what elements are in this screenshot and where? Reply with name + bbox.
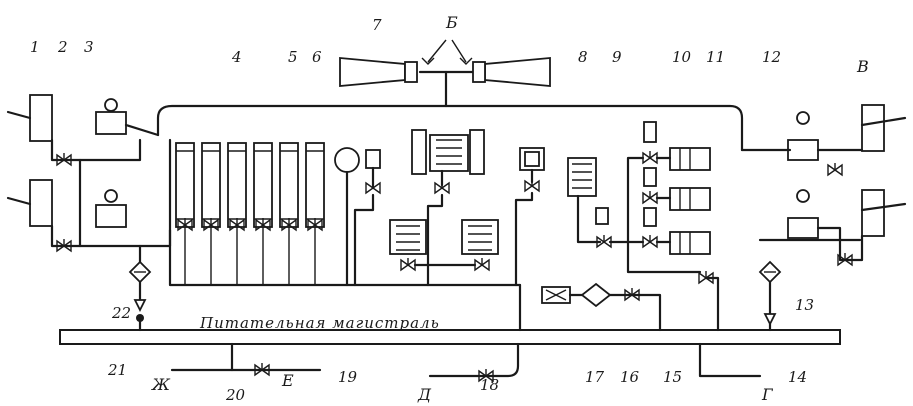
valve-right-top <box>827 162 843 176</box>
arrow-b-right <box>451 39 473 65</box>
letter-e: Е <box>281 371 294 390</box>
inlet-g <box>698 342 762 378</box>
letter-b: Б <box>445 13 458 32</box>
element-5 <box>353 149 381 287</box>
filter-21 <box>128 260 152 332</box>
callout-10: 10 <box>672 48 692 66</box>
callout-9: 9 <box>612 48 622 66</box>
lower-header-left <box>168 138 522 332</box>
filter-12 <box>758 260 782 332</box>
callout-3: 3 <box>84 38 94 56</box>
element-10-11 <box>608 121 711 274</box>
reducer-right <box>740 104 907 262</box>
callout-16: 16 <box>620 368 640 386</box>
arrow-b-left <box>421 39 447 65</box>
reducer-left-bottom <box>6 158 172 267</box>
cylinder-bank <box>175 142 325 285</box>
inlet-d <box>428 342 520 382</box>
line-14 <box>638 276 720 332</box>
callout-11: 11 <box>706 48 725 66</box>
element-7 <box>411 129 485 287</box>
callout-2: 2 <box>57 38 68 56</box>
callout-15: 15 <box>663 368 682 386</box>
supply-main-label: Питательная магистраль <box>199 314 440 332</box>
callout-1: 1 <box>30 38 40 56</box>
horn-right <box>472 57 551 87</box>
callout-20: 20 <box>225 386 246 404</box>
callout-6: 6 <box>312 48 322 66</box>
letter-g: Г <box>761 385 774 404</box>
callout-13: 13 <box>795 296 814 314</box>
letter-zh: Ж <box>151 375 171 394</box>
element-18 <box>389 219 499 271</box>
reducer-left-top <box>6 94 160 162</box>
callout-21: 21 <box>107 361 127 379</box>
callout-7: 7 <box>372 16 382 34</box>
filter-15 <box>568 282 642 308</box>
callout-5: 5 <box>288 48 298 66</box>
callout-8: 8 <box>578 48 588 66</box>
element-16 <box>541 286 571 304</box>
upper-header <box>156 70 744 152</box>
letter-d: Д <box>417 385 432 404</box>
callout-4: 4 <box>231 48 242 66</box>
gauge-4 <box>334 147 360 287</box>
callout-22: 22 <box>111 304 131 322</box>
callout-18: 18 <box>480 376 499 394</box>
callout-19: 19 <box>338 368 358 386</box>
letter-v: В <box>856 57 869 76</box>
supply-main-line <box>59 329 841 345</box>
callout-14: 14 <box>788 368 807 386</box>
callout-12: 12 <box>762 48 781 66</box>
element-8 <box>514 147 545 287</box>
callout-17: 17 <box>585 368 605 386</box>
horn-left <box>339 57 418 87</box>
inlet-zh-e <box>170 342 322 376</box>
element-9 <box>567 157 612 248</box>
